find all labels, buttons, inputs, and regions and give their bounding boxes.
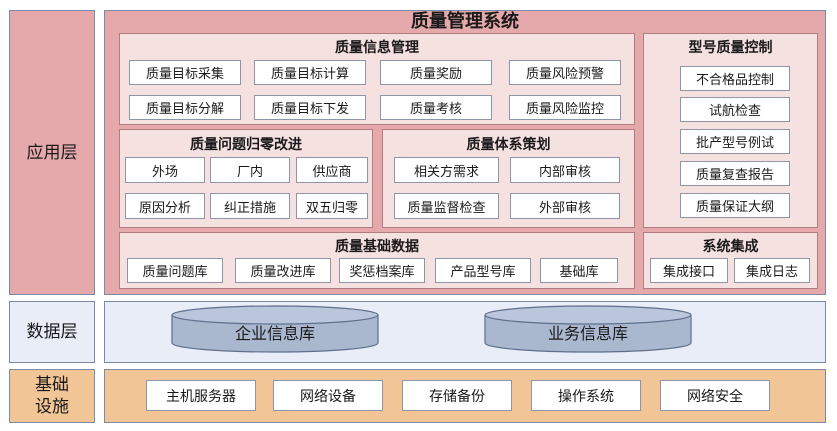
item-network-security[interactable]: 网络安全 — [660, 380, 770, 411]
item-quality-assessment[interactable]: 质量考核 — [380, 95, 492, 120]
item-reward-penalty-archive[interactable]: 奖惩档案库 — [339, 258, 425, 283]
item-storage-backup[interactable]: 存储备份 — [402, 380, 512, 411]
item-field[interactable]: 外场 — [125, 157, 205, 183]
application-layer-label: 应用层 — [9, 10, 95, 295]
item-quality-assurance-outline[interactable]: 质量保证大纲 — [680, 193, 790, 218]
item-risk-warning[interactable]: 质量风险预警 — [509, 60, 621, 85]
item-base-library[interactable]: 基础库 — [540, 258, 618, 283]
section-title: 质量基础数据 — [335, 239, 419, 255]
section-title: 系统集成 — [702, 239, 759, 255]
item-quality-reward[interactable]: 质量奖励 — [380, 60, 492, 85]
item-target-decomposition[interactable]: 质量目标分解 — [129, 95, 241, 120]
item-improvement-library[interactable]: 质量改进库 — [235, 258, 331, 283]
item-flight-test-check[interactable]: 试航检查 — [680, 97, 790, 122]
section-title: 型号质量控制 — [688, 40, 773, 56]
item-quality-review-report[interactable]: 质量复查报告 — [680, 161, 790, 186]
section-title: 质量体系策划 — [466, 137, 551, 153]
item-batch-model-test[interactable]: 批产型号例试 — [680, 129, 790, 154]
item-integration-log[interactable]: 集成日志 — [734, 258, 810, 283]
database-business-icon: 业务信息库 — [484, 305, 692, 353]
item-stakeholder-needs[interactable]: 相关方需求 — [394, 157, 499, 183]
item-supplier[interactable]: 供应商 — [296, 157, 368, 183]
section-title: 质量信息管理 — [335, 40, 419, 56]
section-title: 质量问题归零改进 — [190, 137, 302, 153]
item-external-audit[interactable]: 外部审核 — [510, 193, 620, 219]
item-nonconforming-control[interactable]: 不合格品控制 — [680, 66, 790, 91]
item-problem-library[interactable]: 质量问题库 — [127, 258, 223, 283]
database-enterprise-icon: 企业信息库 — [171, 305, 379, 353]
item-internal-audit[interactable]: 内部审核 — [510, 157, 620, 183]
item-target-collection[interactable]: 质量目标采集 — [129, 60, 241, 85]
item-risk-monitoring[interactable]: 质量风险监控 — [509, 95, 621, 120]
item-supervision-inspection[interactable]: 质量监督检查 — [394, 193, 499, 219]
item-in-plant[interactable]: 厂内 — [210, 157, 290, 183]
item-host-server[interactable]: 主机服务器 — [146, 380, 256, 411]
item-target-issue[interactable]: 质量目标下发 — [254, 95, 366, 120]
infrastructure-layer-label: 基础 设施 — [9, 369, 95, 423]
system-title: 质量管理系统 — [411, 11, 519, 32]
data-layer-label: 数据层 — [9, 301, 95, 363]
item-corrective-action[interactable]: 纠正措施 — [210, 193, 290, 219]
item-target-calculation[interactable]: 质量目标计算 — [254, 60, 366, 85]
item-operating-system[interactable]: 操作系统 — [531, 380, 641, 411]
item-integration-interface[interactable]: 集成接口 — [650, 258, 728, 283]
database-cylinders: 企业信息库 业务信息库 — [171, 305, 692, 353]
item-product-model-library[interactable]: 产品型号库 — [435, 258, 531, 283]
item-network-device[interactable]: 网络设备 — [273, 380, 383, 411]
database-enterprise-label: 企业信息库 — [235, 324, 315, 343]
item-cause-analysis[interactable]: 原因分析 — [125, 193, 205, 219]
database-business-label: 业务信息库 — [548, 324, 628, 343]
item-double-five-zero[interactable]: 双五归零 — [296, 193, 368, 219]
